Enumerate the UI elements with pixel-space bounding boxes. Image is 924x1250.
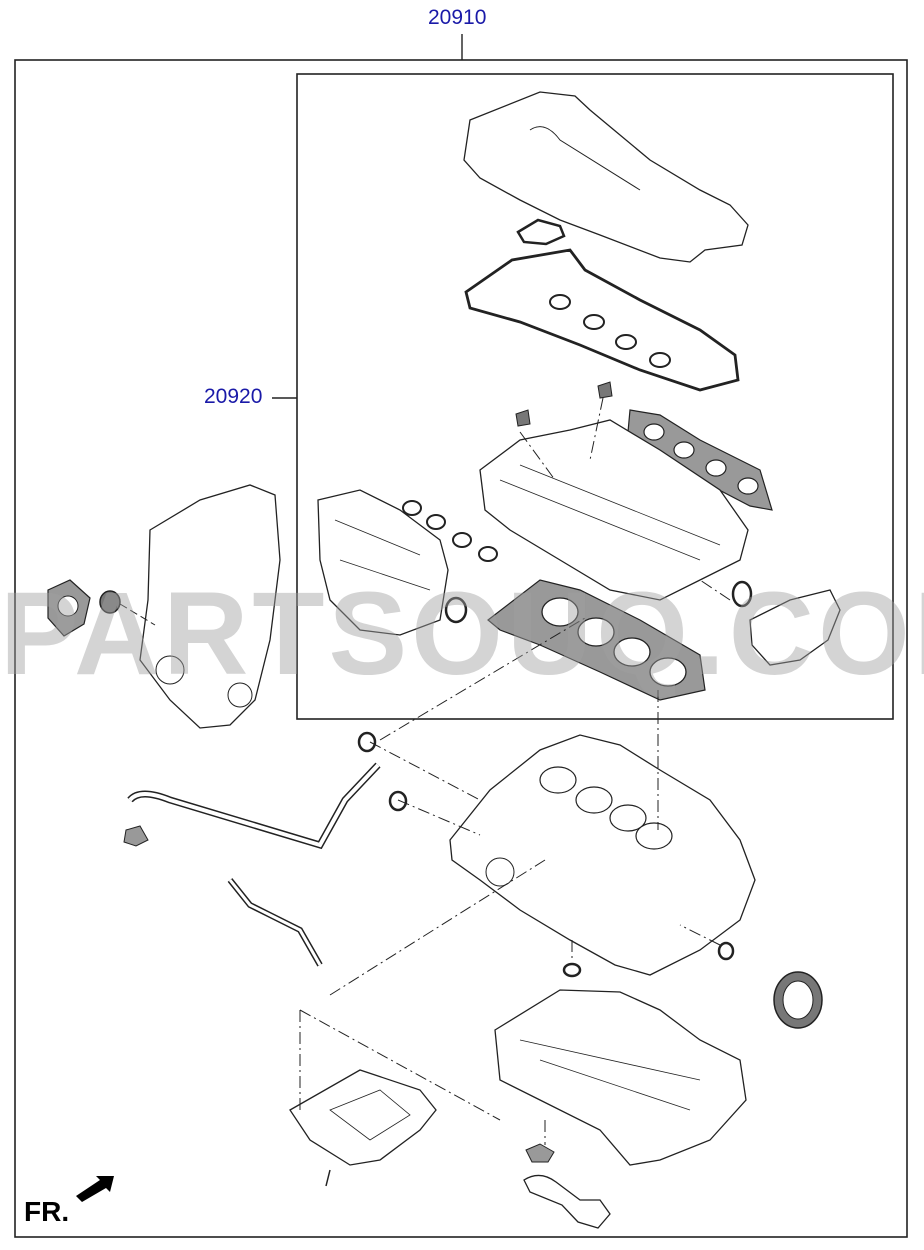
oring-throttle [444, 596, 468, 624]
upper-oil-pan [494, 989, 747, 1166]
block-oring-1 [357, 731, 377, 753]
thermostat-oring [731, 580, 753, 608]
subkit-frame [296, 73, 894, 720]
oil-filler-gasket [516, 218, 566, 246]
oil-strainer [523, 1174, 611, 1229]
head-cover [463, 91, 749, 263]
watermark-text: PARTSOUQ.COM [0, 568, 924, 700]
front-oil-seal [99, 590, 121, 614]
valve-stem-seal-2 [597, 381, 613, 399]
assembly-guide-lines [299, 397, 731, 1145]
pipe-gasket [123, 825, 149, 847]
valve-stem-seal-1 [515, 409, 531, 427]
cylinder-block [449, 734, 756, 976]
rocker-cover-gasket [464, 248, 740, 392]
intake-manifold-gasket [402, 500, 498, 562]
block-oring-3 [717, 941, 735, 961]
block-oring-2 [388, 790, 408, 812]
thermostat-housing [749, 589, 841, 666]
cylinder-head [479, 419, 749, 601]
assembly-frame [14, 59, 908, 1238]
block-oring-4 [562, 962, 582, 978]
timing-chain-cover [139, 484, 281, 729]
lower-oil-pan [289, 1069, 437, 1166]
oil-strainer-gasket [525, 1143, 555, 1163]
assembly-part-number[interactable]: 20910 [428, 6, 487, 29]
subkit-part-number[interactable]: 20920 [204, 385, 263, 408]
spark-plug-seals [549, 294, 671, 368]
dipstick-tube [227, 878, 323, 967]
front-direction-arrow [76, 1176, 114, 1202]
front-direction-label: FR. [24, 1196, 70, 1227]
